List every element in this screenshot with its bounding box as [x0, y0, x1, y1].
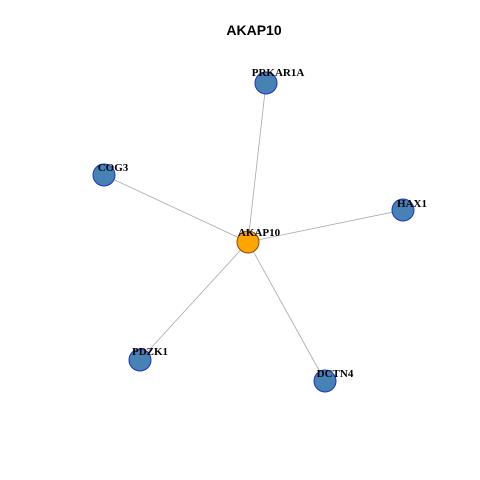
node-label-hax1: HAX1: [397, 198, 427, 210]
edge-akap10-hax1: [247, 209, 404, 243]
node-hax1: HAX1: [391, 198, 427, 222]
edge-akap10-prkar1a: [247, 82, 267, 243]
diagram-title: AKAP10: [226, 22, 281, 38]
node-label-pdzk1: PDZK1: [132, 346, 168, 358]
node-dctn4: DCTN4: [313, 368, 354, 393]
node-circle-akap10: [236, 230, 260, 254]
node-circle-dctn4: [313, 369, 337, 393]
node-circle-cog3: [92, 163, 116, 187]
edge-akap10-cog3: [103, 174, 249, 243]
node-circle-prkar1a: [254, 71, 278, 95]
node-label-cog3: COG3: [98, 162, 129, 174]
node-circle-hax1: [391, 198, 415, 222]
node-label-dctn4: DCTN4: [317, 368, 354, 380]
edge-akap10-pdzk1: [139, 241, 249, 361]
edge-akap10-dctn4: [247, 241, 326, 382]
node-cog3: COG3: [92, 162, 129, 187]
node-circle-pdzk1: [128, 348, 152, 372]
node-prkar1a: PRKAR1A: [252, 67, 305, 95]
node-label-akap10: AKAP10: [238, 227, 281, 239]
node-akap10: AKAP10: [236, 227, 281, 254]
node-label-prkar1a: PRKAR1A: [252, 67, 305, 79]
node-pdzk1: PDZK1: [128, 346, 168, 372]
edge-layer: [103, 82, 404, 382]
